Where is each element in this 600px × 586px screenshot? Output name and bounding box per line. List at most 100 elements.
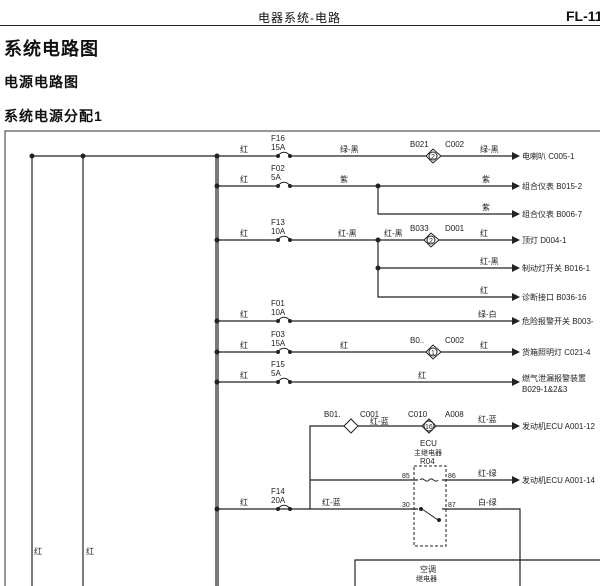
arrow-icon [512,348,520,356]
relay-label: ECU [420,439,437,448]
fuse-name: F15 [271,360,285,369]
fuse-rating: 5A [271,369,281,378]
connector-id: C002 [445,140,465,149]
connector-id: C001 [360,410,380,419]
wire-label: 红 [480,285,488,295]
section-title: 系统电路图 [4,39,99,59]
pin-number: 2 [429,238,433,245]
wire-label: 红 [418,370,426,380]
connector-id: D001 [445,224,465,233]
wire-label: 红-黑 [480,256,499,266]
wire-label: 紫 [340,175,348,184]
pin-number: 16 [425,424,433,431]
arrow-icon [512,378,520,386]
destination-label: 燃气泄漏报警装置 [522,373,586,383]
ecu-feed [218,425,600,586]
destination-label: 发动机ECU A001-12 [522,421,595,431]
fuse-name: F01 [271,299,285,308]
destination-label: 发动机ECU A001-14 [522,475,595,485]
wire-label: 绿-黑 [340,145,359,154]
fuse-name: F16 [271,134,285,143]
wire-label: 绿-白 [478,309,497,319]
wire-label: 绿-黑 [480,145,499,154]
wire-label: 红 [240,370,248,380]
fuse-rating: 15A [271,339,286,348]
branch-row-2 [218,185,512,215]
relay-pin: 30 [402,502,410,509]
connector-diamond [425,148,442,164]
fuse-f01 [276,316,292,323]
fuse-f14 [276,504,292,511]
connector-diamond [423,232,440,248]
relay-pin: 85 [402,473,410,480]
ac-relay-label: 继电器 [416,574,437,583]
wire-label: 红 [240,228,248,238]
fuse-f03 [276,347,292,354]
destination-label: 制动灯开关 B016-1 [522,263,591,273]
relay-pin: 86 [448,473,456,480]
fuse-f13 [276,235,292,242]
wire-label: 红 [240,309,248,319]
header-title: 电器系统-电路 [258,11,341,25]
connector-id: A008 [445,410,464,419]
splice-dot [375,265,381,271]
splice-dot [375,183,381,189]
header-rule [0,25,600,26]
destination-label: 电喇叭 C005-1 [522,151,575,161]
page-header: 电器系统-电路 FL-11 [0,0,600,26]
pin-number: 2 [431,154,435,161]
relay-label: 主继电器 [414,448,442,457]
fuse-rating: 15A [271,143,286,152]
wire-label: 红 [240,340,248,350]
diagram-title: 系统电源分配1 [4,108,103,124]
wire-label: 红-蓝 [322,497,341,507]
destination-label: 货箱照明灯 C021-4 [522,347,591,357]
ecu-main-relay [413,465,447,547]
fuse-rating: 5A [271,173,281,182]
connector-id: B01. [324,410,340,419]
arrow-icon [512,210,520,218]
arrow-icon [512,264,520,272]
wire-label: 红-蓝 [478,414,497,424]
fuse-name: F03 [271,330,285,339]
wire-label: 红 [34,546,42,556]
connector-id: C002 [445,336,465,345]
relay-id: R04 [420,457,435,466]
connector-id: C010 [408,410,428,419]
arrow-icon [512,317,520,325]
connector-id: B021 [410,140,429,149]
destination-label: 诊断接口 B036-16 [522,292,587,302]
wire-label: 红-黑 [338,228,357,238]
destination-label: 危险报警开关 B003- [522,316,594,326]
wire-label: 红 [240,497,248,507]
arrow-icon [512,422,520,430]
wire-label: 红-绿 [478,468,497,478]
fuse-rating: 10A [271,308,286,317]
connector-id: B0.. [410,336,424,345]
wire-label: 红 [480,228,488,238]
destination-label: 组合仪表 B006-7 [522,209,583,219]
wire-label: 红 [240,144,248,154]
arrow-icon [512,293,520,301]
wire-label: 紫 [482,203,490,212]
arrow-icon [512,182,520,190]
ground-dots [29,153,220,512]
ac-relay-label: 空调 [420,564,436,574]
fuse-f02 [276,181,292,188]
pin-number: 1 [431,350,435,357]
fuse-name: F14 [271,487,285,496]
connector-diamond [421,418,437,434]
arrow-icon [512,152,520,160]
fuse-f16 [276,151,292,158]
destination-label: B029-1&2&3 [522,385,568,394]
wire-label: 白-绿 [478,497,497,507]
diagram-frame [4,130,600,586]
wire-label: 红 [480,340,488,350]
wire-label: 紫 [482,175,490,184]
relay-pin: 87 [448,502,456,509]
fuse-name: F02 [271,164,285,173]
connector-diamond [425,344,442,360]
wire-label: 红 [340,340,348,350]
page-number: FL-11 [566,8,600,24]
